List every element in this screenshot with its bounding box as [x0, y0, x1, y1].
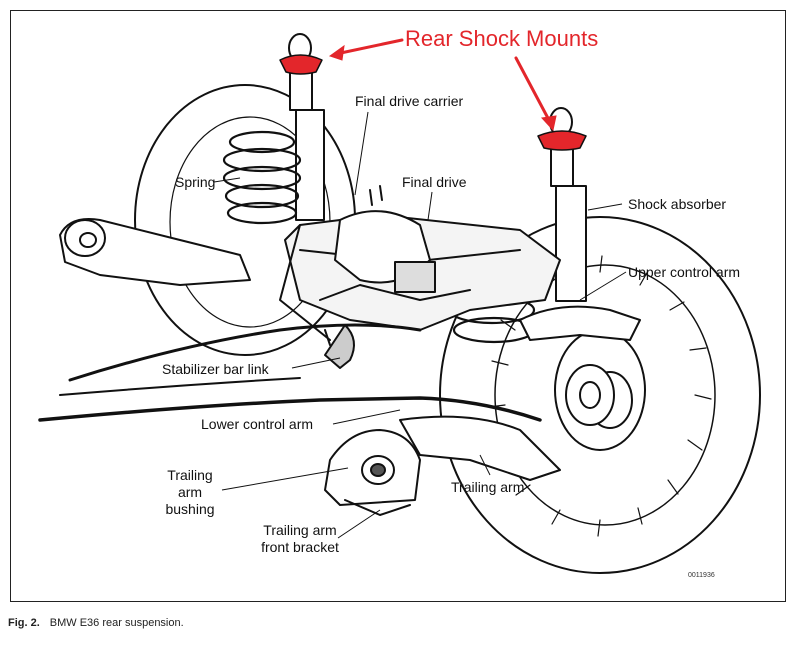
leader-upper-control-arm: [579, 271, 627, 301]
right-shock-absorber: [549, 107, 587, 302]
upper-control-arm: [519, 305, 641, 341]
stabilizer-bar-link: [324, 324, 355, 369]
leader-trailing-arm-bushing: [221, 467, 349, 491]
leader-shock-absorber: [587, 203, 623, 211]
figure-number: Fig. 2.: [8, 617, 40, 629]
leader-lower-control-arm: [332, 409, 401, 425]
label-trailing-arm-front-bracket: Trailing arm front bracket: [261, 522, 339, 555]
leader-final-drive-carrier: [354, 111, 369, 196]
left-coil-spring: [222, 130, 302, 225]
figure-caption: Fig. 2. BMW E36 rear suspension.: [8, 617, 184, 629]
leader-front-bracket: [337, 509, 381, 539]
leader-final-drive: [427, 191, 433, 221]
rear-shock-mounts-callout: Rear Shock Mounts: [405, 26, 599, 51]
callout-arrow-left: [334, 38, 404, 56]
label-final-drive-carrier: Final drive carrier: [355, 93, 464, 109]
trailing-arm-front-bracket: [324, 429, 421, 516]
right-trailing-arm: [399, 415, 561, 481]
final-drive: [334, 185, 436, 293]
leader-trailing-arm: [479, 454, 491, 476]
label-final-drive: Final drive: [402, 174, 467, 190]
label-shock-absorber: Shock absorber: [628, 196, 727, 212]
wheel-hub: [565, 364, 615, 426]
label-stabilizer-bar-link: Stabilizer bar link: [162, 361, 269, 377]
lower-control-arm: [38, 396, 542, 422]
label-trailing-arm: Trailing arm: [451, 479, 525, 495]
caption-text: BMW E36 rear suspension.: [49, 617, 184, 629]
left-trailing-arm: [59, 218, 251, 286]
left-shock-mount: [279, 54, 323, 75]
leader-spring: [213, 177, 241, 183]
label-lower-control-arm: Lower control arm: [201, 416, 314, 432]
label-spring: Spring: [175, 174, 216, 190]
right-shock-mount: [537, 130, 587, 151]
stabilizer-bar: [68, 323, 422, 382]
label-upper-control-arm: Upper control arm: [628, 264, 741, 280]
callout-arrow-right: [514, 56, 552, 124]
leader-stabilizer-bar-link: [291, 357, 341, 369]
drawing-number: 0011936: [688, 572, 715, 579]
label-trailing-arm-bushing: Trailing arm bushing: [165, 467, 215, 517]
